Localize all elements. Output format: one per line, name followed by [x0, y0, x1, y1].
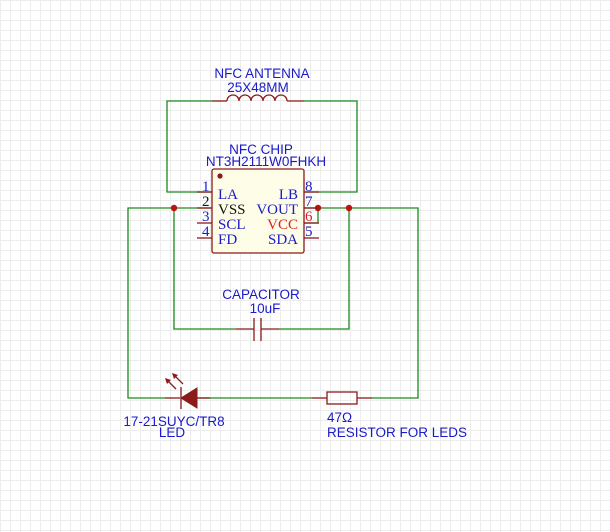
pin1-marker-dot — [217, 173, 223, 179]
nfc-chip[interactable] — [197, 168, 319, 254]
resistor-value: 47Ω — [327, 410, 352, 425]
led-name: LED — [159, 425, 186, 440]
pin-label-fd: FD — [218, 232, 237, 248]
wire-vss-led — [127, 207, 212, 399]
wire-cap-right — [279, 208, 350, 330]
wire-vss-cap — [173, 208, 236, 330]
pin-number-8: 8 — [305, 179, 313, 195]
pin-label-vss: VSS — [218, 202, 246, 218]
chip-part-number: NT3H2111W0FHKH — [206, 154, 326, 169]
pin-number-6: 6 — [305, 209, 313, 225]
led-part-number: 17-21SUYC/TR8 — [123, 414, 224, 429]
resistor[interactable] — [312, 391, 372, 405]
pin-number-1: 1 — [202, 179, 210, 195]
pin-label-la: LA — [218, 187, 238, 203]
antenna-name: NFC ANTENNA — [214, 66, 309, 81]
capacitor-value: 10uF — [250, 301, 281, 316]
capacitor[interactable] — [236, 318, 279, 341]
antenna-size: 25X48MM — [227, 80, 289, 95]
pin-label-scl: SCL — [218, 217, 246, 233]
capacitor-name: CAPACITOR — [222, 287, 300, 302]
pin-number-2: 2 — [202, 194, 210, 210]
pin-number-5: 5 — [305, 224, 313, 240]
led-light-emission-icon — [165, 373, 184, 390]
resistor-name: RESISTOR FOR LEDS — [327, 425, 467, 440]
nfc-antenna[interactable] — [212, 94, 304, 102]
wire-vout-cap — [304, 207, 419, 399]
pin-label-vcc: VCC — [267, 217, 298, 233]
pin-number-4: 4 — [202, 224, 210, 240]
chip-name: NFC CHIP — [229, 142, 293, 157]
junction-dot-cap — [345, 204, 353, 212]
pin-number-3: 3 — [202, 209, 210, 225]
wire-antenna-left — [166, 100, 212, 193]
pin-number-7: 7 — [305, 194, 313, 210]
pin-label-sda: SDA — [268, 232, 298, 248]
pin-label-vout: VOUT — [256, 202, 298, 218]
junction-dot-vss — [170, 204, 178, 212]
pin-label-lb: LB — [279, 187, 298, 203]
led[interactable] — [165, 387, 210, 409]
wire-antenna-right — [304, 100, 358, 193]
